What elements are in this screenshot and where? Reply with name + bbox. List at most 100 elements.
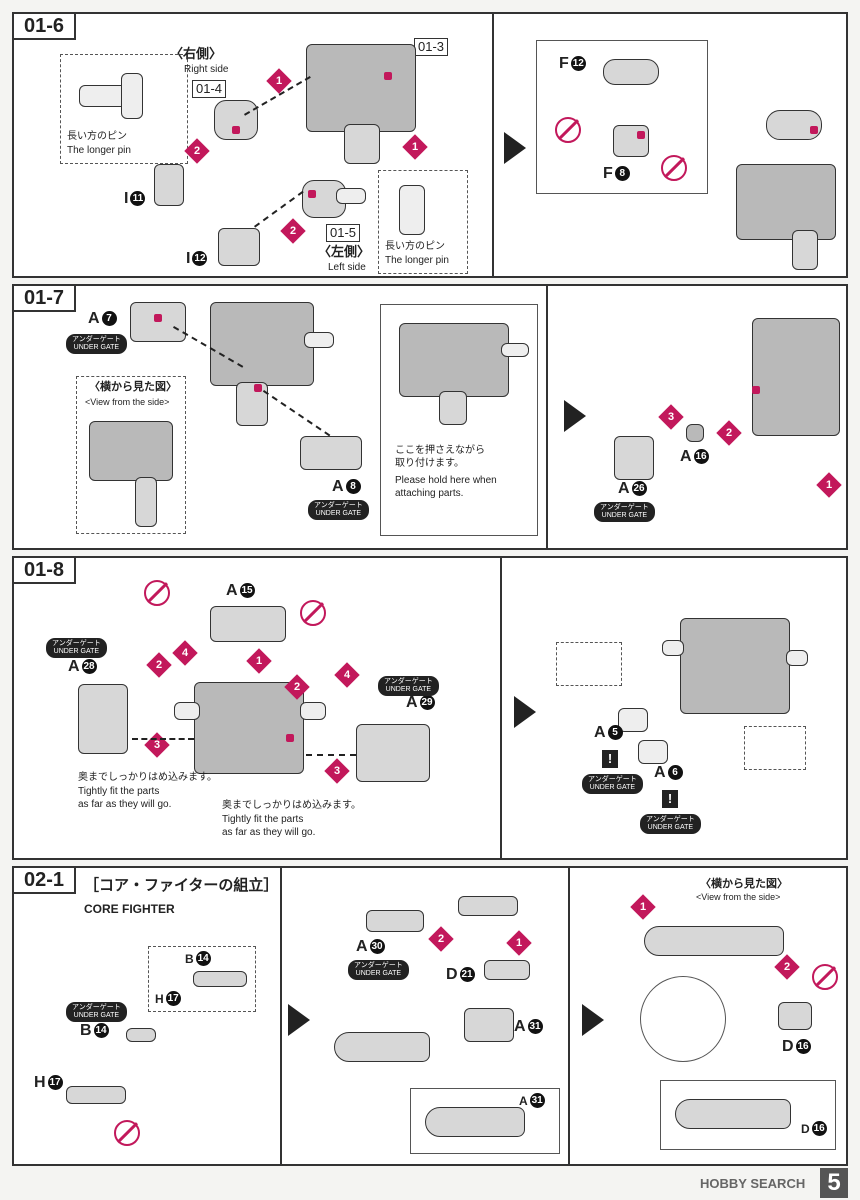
panel-divider (500, 558, 502, 858)
part-a16-illustration (686, 424, 704, 442)
torso-assembled (680, 618, 790, 714)
part-a31-illustration (464, 1008, 514, 1042)
step-order-2: 2 (284, 674, 310, 700)
step-order-2: 2 (146, 652, 172, 678)
step-order-1: 1 (816, 472, 842, 498)
detail-inset-right-pin: 長い方のピン The longer pin (60, 54, 188, 164)
hold-lower (439, 391, 467, 425)
longer-pin-en: The longer pin (385, 255, 449, 266)
detail-inset-side-view: 〈横から見た図〉 <View from the side> (76, 376, 186, 534)
pin-marker-left (308, 190, 316, 198)
step-order-2: 2 (428, 926, 454, 952)
part-a5-illustration (618, 708, 648, 732)
progress-arrow (288, 1004, 310, 1036)
socket-marker (254, 384, 262, 392)
hold-torso (399, 323, 509, 397)
torso-lower (792, 230, 818, 270)
hold-note-en: Please hold here when attaching parts. (395, 475, 497, 499)
part-d21-upper (458, 896, 518, 916)
no-cut-icon (812, 964, 838, 990)
progress-arrow (504, 132, 526, 164)
ref-01-4: 01-4 (192, 80, 227, 99)
step-order-2: 2 (716, 420, 742, 446)
step-order-4: 4 (172, 640, 198, 666)
socket-marker (752, 386, 760, 394)
left-side-en: Left side (328, 262, 366, 273)
core-fighter-body (334, 1032, 430, 1062)
progress-arrow (564, 400, 586, 432)
side-view-torso (89, 421, 173, 481)
shoulder-axle (304, 332, 334, 348)
socket-marker (384, 72, 392, 80)
step-order-2: 2 (184, 138, 210, 164)
panel-divider (280, 868, 282, 1164)
progress-arrow (582, 1004, 604, 1036)
footer-logo: HOBBY SEARCH (700, 1176, 806, 1191)
no-cut-icon (144, 580, 170, 606)
torso-block (306, 44, 416, 132)
socket-marker (154, 314, 162, 322)
view-side-en: <View from the side> (85, 397, 170, 407)
step-order-1b: 1 (402, 134, 428, 160)
pin-part-illustration (399, 185, 425, 235)
tight-fit-en: Tightly fit the parts as far as they wil… (78, 786, 172, 810)
step-order-1: 1 (630, 894, 656, 920)
assembly-line (306, 754, 356, 756)
pin-marker (232, 126, 240, 134)
detail-zoom-circle (640, 976, 726, 1062)
assembly-line (132, 738, 194, 740)
inset-core-fighter (675, 1099, 791, 1129)
hold-axle (501, 343, 529, 357)
part-f12-illustration (603, 59, 659, 85)
progress-arrow (514, 696, 536, 728)
step-order-4: 4 (334, 662, 360, 688)
shoulder-axle-right (300, 702, 326, 720)
inset-fighter-part (193, 971, 247, 987)
longer-pin-en: The longer pin (67, 145, 131, 156)
shoulder-axle-left (336, 188, 366, 204)
part-i12-illustration (218, 228, 260, 266)
shoulder-joint-right (214, 100, 258, 140)
caution-icon: ! (662, 790, 678, 808)
hold-note-jp: ここを押さえながら 取り付けます。 (395, 445, 485, 469)
detail-inset-hold: ここを押さえながら 取り付けます。 Please hold here when … (380, 304, 538, 536)
inset-core-fighter (425, 1107, 525, 1137)
ref-01-3: 01-3 (414, 38, 449, 57)
part-a6-illustration (638, 740, 668, 764)
part-a30-illustration (366, 910, 424, 932)
torso-lower (236, 382, 268, 426)
part-a29-illustration (356, 724, 430, 782)
view-side-jp: 〈横から見た図〉 (700, 878, 788, 890)
right-side-jp: 〈右側〉 (170, 46, 223, 61)
part-a7-illustration (130, 302, 186, 342)
head-canopy (766, 110, 822, 140)
detail-inset-gate (744, 726, 806, 770)
pin-part-illustration (79, 85, 127, 107)
step-title-en: CORE FIGHTER (84, 902, 175, 916)
part-f8-illustration (613, 125, 649, 157)
no-cut-icon (555, 117, 581, 143)
socket-marker (286, 734, 294, 742)
